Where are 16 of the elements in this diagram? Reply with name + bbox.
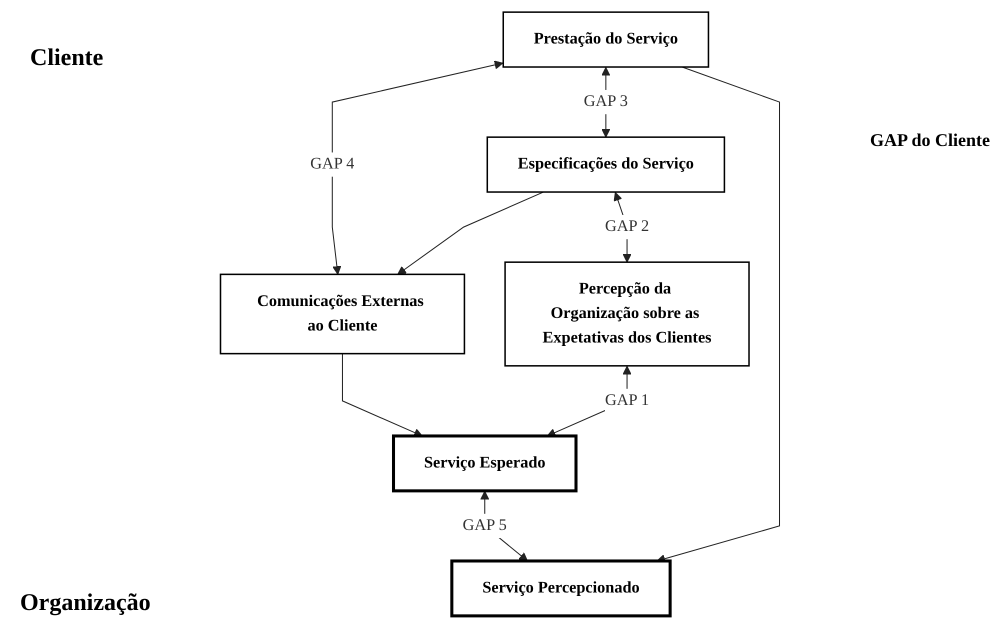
edge-label: GAP 2 <box>604 218 650 236</box>
arrow <box>332 60 504 275</box>
edge-label: GAP 5 <box>462 516 507 534</box>
node-box: Percepção da Organização sobre as Expetativas dos Clientes <box>504 261 750 367</box>
edge-label: GAP 3 <box>584 92 628 110</box>
node-box: Especificações do Serviço <box>486 136 726 193</box>
section-label: Organização <box>20 590 151 617</box>
node-box: Serviço Percepcionado <box>450 559 672 618</box>
section-label: Cliente <box>30 45 104 72</box>
node-box: Prestação do Serviço <box>502 11 710 68</box>
node-box: Comunicações Externas ao Cliente <box>220 274 466 354</box>
node-box: Serviço Esperado <box>392 434 578 492</box>
edge-label: GAP 1 <box>604 392 650 410</box>
edge-label: GAP 4 <box>310 155 354 173</box>
arrow <box>397 192 544 275</box>
section-label: GAP do Cliente <box>870 130 990 151</box>
